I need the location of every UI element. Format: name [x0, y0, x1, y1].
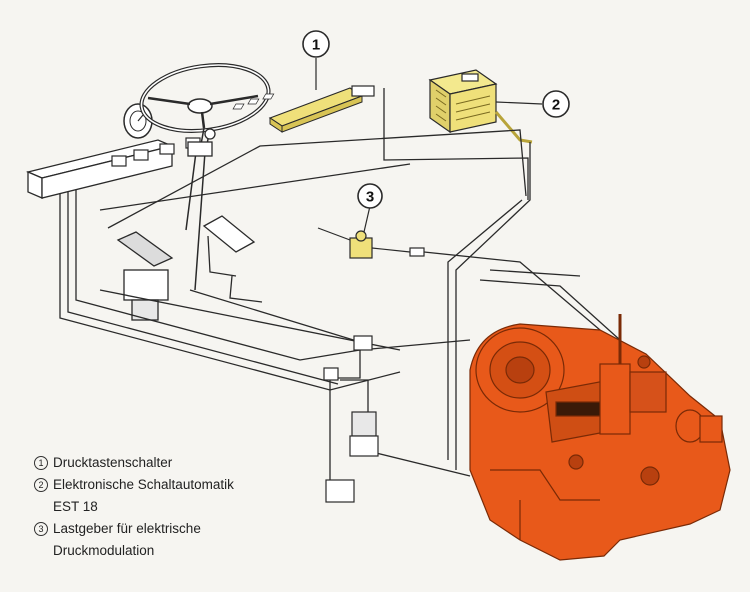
transmission-gearbox: [469, 314, 731, 561]
accelerator-pedal: [202, 215, 263, 303]
brake-valve: [116, 231, 174, 321]
legend-text: Elektronische Schaltautomatik: [53, 477, 234, 492]
callout-3: 3: [357, 183, 383, 209]
wiring-harness: [59, 88, 621, 491]
legend-text: EST 18: [53, 499, 98, 514]
legend-text: Druckmodulation: [53, 543, 155, 558]
legend-marker: 3: [34, 522, 48, 536]
legend-text: Drucktastenschalter: [53, 455, 173, 470]
dashboard-panel: [25, 139, 175, 199]
legend-marker: 2: [34, 478, 48, 492]
legend-item-1: 1 Drucktastenschalter: [34, 452, 234, 474]
legend-text: Lastgeber für elektrische: [53, 521, 201, 536]
legend-marker: 1: [34, 456, 48, 470]
legend-item-3-continuation: Druckmodulation: [34, 540, 234, 562]
callout-2: 2: [542, 90, 570, 118]
electronic-control-unit: [428, 69, 533, 144]
legend: 1 Drucktastenschalter 2 Elektronische Scha…: [34, 452, 234, 562]
pipe-valves: [323, 335, 379, 503]
callout-2-label: 2: [552, 97, 560, 114]
callout-3-label: 3: [366, 189, 374, 206]
gauge-icon: [123, 103, 153, 139]
callout-1-label: 1: [312, 37, 320, 54]
callout-1: 1: [302, 30, 330, 58]
legend-item-3: 3 Lastgeber für elektrische: [34, 518, 234, 540]
push-button-switch: [232, 85, 375, 133]
legend-item-2-continuation: EST 18: [34, 496, 234, 518]
steering-column-lever: [187, 128, 216, 157]
callout-leaders: [315, 58, 543, 233]
load-sensor: [317, 227, 425, 259]
legend-item-2: 2 Elektronische Schaltautomatik: [34, 474, 234, 496]
